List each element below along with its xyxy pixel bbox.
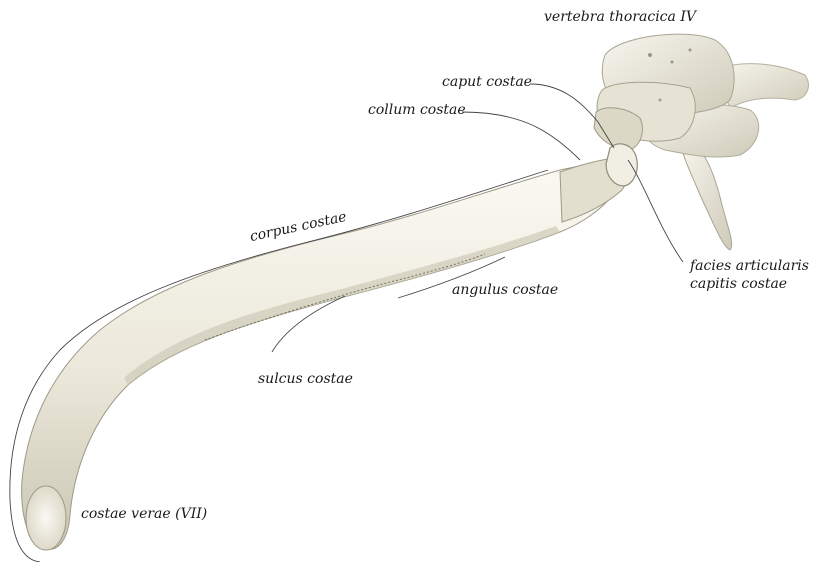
label-capitis-costae: capitis costae [690,276,787,293]
label-caput-costae: caput costae [442,74,532,91]
rib-costa [22,144,638,550]
label-sulcus-costae: sulcus costae [258,371,353,388]
rib-sternal-end [26,486,66,550]
label-angulus-costae: angulus costae [452,282,558,299]
leader-facies [628,160,683,262]
vertebra-thoracica [594,34,808,250]
label-collum-costae: collum costae [368,102,466,119]
label-vertebra-thoracica: vertebra thoracica IV [544,9,696,26]
leader-collum [462,112,580,160]
label-facies-articularis: facies articularis [690,258,809,275]
label-costae-verae: costae verae (VII) [81,506,207,523]
rib-head [606,144,637,186]
